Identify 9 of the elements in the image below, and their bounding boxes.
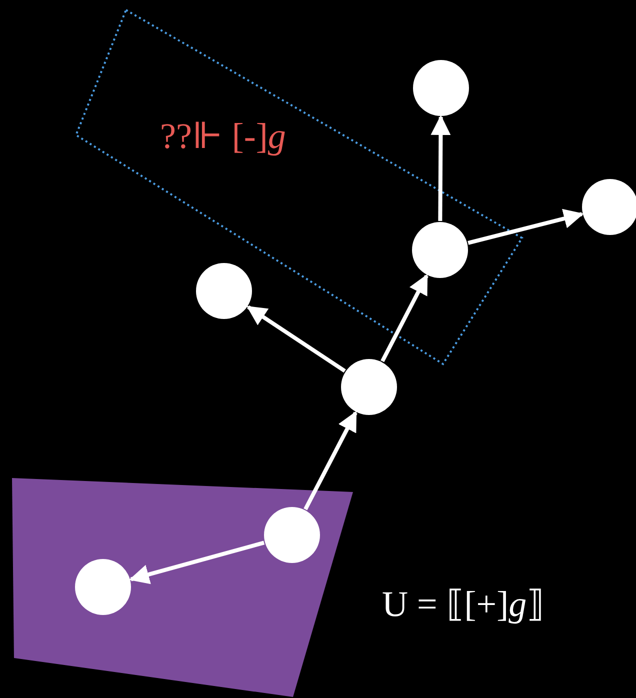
arrow	[129, 540, 265, 584]
arrow	[430, 115, 451, 222]
arrow	[468, 208, 584, 245]
region-label: ??⊩ [-]g	[160, 118, 286, 154]
arrow	[246, 305, 346, 373]
circle-node	[341, 359, 397, 415]
arrow	[380, 274, 428, 362]
circle-node	[582, 179, 636, 235]
formula-label: U = ⟦[+]g⟧	[382, 586, 545, 622]
